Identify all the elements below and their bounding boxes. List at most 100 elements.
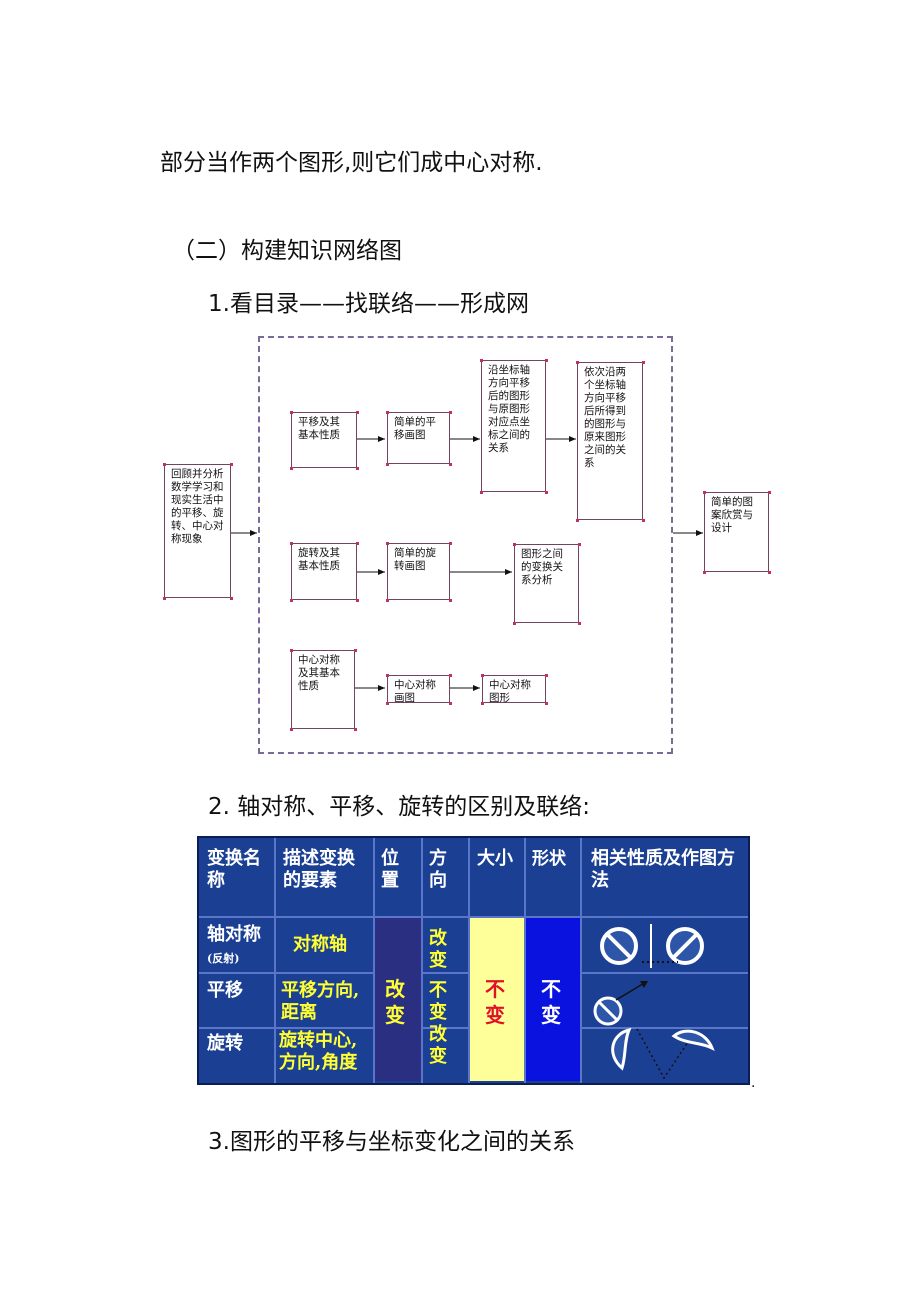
box-corner-marker (290, 728, 293, 731)
paragraph-line: 部分当作两个图形,则它们成中心对称. (160, 150, 543, 176)
box-corner-marker (290, 467, 293, 470)
grid-line (199, 972, 375, 974)
box-corner-marker (449, 674, 452, 677)
box-corner-marker (768, 491, 771, 494)
reflection-icon (600, 927, 704, 965)
size-column-fill (469, 918, 524, 1081)
box-corner-marker (163, 463, 166, 466)
direction-rotation: 改变 (429, 1024, 447, 1067)
box-corner-marker (290, 599, 293, 602)
position-value: 改变 (385, 977, 405, 1027)
box-corner-marker (545, 359, 548, 362)
translation-arrow (615, 981, 647, 1001)
direction-reflection: 改变 (429, 928, 447, 971)
direction-translation: 不变 (429, 980, 447, 1023)
box-translation-properties: 平移及其基本性质 (290, 411, 359, 470)
box-corner-marker (578, 622, 581, 625)
box-central-symmetry-drawing: 中心对称画图 (386, 674, 452, 705)
header-properties: 相关性质及作图方法 (591, 848, 735, 891)
box-corner-marker (356, 411, 359, 414)
box-two-axis-translation: 依次沿两个坐标轴方向平移后所得到的图形与原来图形之间的关系 (576, 361, 645, 522)
box-central-symmetry-properties: 中心对称及其基本性质 (290, 649, 357, 731)
subheading-3: 3.图形的平移与坐标变化之间的关系 (208, 1129, 575, 1155)
box-corner-marker (642, 519, 645, 522)
box-corner-marker (230, 463, 233, 466)
subheading-2: 2. 轴对称、平移、旋转的区别及联络: (208, 794, 591, 820)
box-simple-rotation-drawing: 简单的旋转画图 (386, 542, 452, 602)
start-box: 回顾并分析数学学习和现实生活中的平移、旋转、中心对称现象 (163, 463, 233, 600)
box-corner-marker (449, 463, 452, 466)
section-heading: （二）构建知识网络图 (172, 238, 402, 264)
box-corner-marker (481, 674, 484, 677)
box-corner-marker (449, 702, 452, 705)
row-name-translation: 平移 (207, 980, 243, 1001)
end-box: 简单的图案欣赏与设计 (703, 491, 771, 574)
box-corner-marker (481, 702, 484, 705)
grid-line (421, 838, 423, 1083)
dashed-frame (258, 336, 673, 754)
box-corner-marker (449, 411, 452, 414)
box-simple-translation-drawing: 简单的平移画图 (386, 411, 452, 466)
box-rotation-properties: 旋转及其基本性质 (290, 542, 359, 602)
rotation-icon (611, 1027, 715, 1071)
elements-rotation: 旋转中心,方向,角度 (279, 1030, 358, 1073)
elements-translation: 平移方向,距离 (281, 980, 360, 1023)
grid-line (199, 1027, 375, 1029)
box-axis-translation-coordinates: 沿坐标轴方向平移后的图形与原图形对应点坐标之间的关系 (480, 359, 548, 494)
box-corner-marker (703, 571, 706, 574)
box-corner-marker (545, 491, 548, 494)
connector-arrows (231, 436, 703, 691)
box-corner-marker (642, 361, 645, 364)
subheading-1: 1.看目录——找联络——形成网 (208, 291, 529, 317)
grid-line (199, 916, 748, 918)
box-corner-marker (703, 491, 706, 494)
box-corner-marker (354, 649, 357, 652)
transformation-comparison-table: 变换名称 描述变换的要素 位置 方向 大小 形状 相关性质及作图方法 轴对称(反… (197, 836, 750, 1085)
grid-line (580, 972, 748, 974)
header-name: 变换名称 (207, 848, 261, 891)
grid-line (580, 1027, 748, 1029)
header-direction: 方向 (429, 848, 447, 891)
box-corner-marker (163, 597, 166, 600)
header-elements: 描述变换的要素 (283, 848, 355, 891)
grid-line (373, 838, 375, 1083)
row-name-note: (反射) (207, 952, 240, 965)
box-corner-marker (513, 543, 516, 546)
box-corner-marker (576, 519, 579, 522)
box-corner-marker (356, 599, 359, 602)
box-corner-marker (356, 542, 359, 545)
box-corner-marker (545, 702, 548, 705)
header-size: 大小 (477, 848, 513, 869)
box-corner-marker (578, 543, 581, 546)
box-corner-marker (290, 411, 293, 414)
box-corner-marker (386, 542, 389, 545)
box-corner-marker (386, 674, 389, 677)
grid-line (274, 838, 276, 1083)
shape-column-fill (526, 918, 580, 1081)
box-corner-marker (449, 542, 452, 545)
header-shape: 形状 (532, 849, 566, 869)
box-corner-marker (356, 467, 359, 470)
knowledge-network-diagram: 回顾并分析数学学习和现实生活中的平移、旋转、中心对称现象 平移及其基本性质 简单… (160, 330, 780, 760)
grid-line (580, 838, 582, 1083)
trailing-dot: . (751, 1075, 756, 1091)
grid-line (524, 838, 526, 1083)
box-corner-marker (290, 542, 293, 545)
rotation-guide (636, 1028, 689, 1080)
box-corner-marker (545, 674, 548, 677)
box-transformation-analysis: 图形之间的变换关系分析 (513, 543, 581, 625)
row-name-reflection: 轴对称(反射) (207, 924, 261, 965)
box-corner-marker (480, 359, 483, 362)
grid-line (468, 838, 470, 1083)
grid-line (421, 1027, 469, 1029)
box-corner-marker (513, 622, 516, 625)
box-corner-marker (386, 411, 389, 414)
box-central-symmetric-figure: 中心对称图形 (481, 674, 548, 705)
box-corner-marker (576, 361, 579, 364)
box-corner-marker (386, 702, 389, 705)
box-corner-marker (230, 597, 233, 600)
box-corner-marker (449, 599, 452, 602)
box-corner-marker (768, 571, 771, 574)
box-corner-marker (480, 491, 483, 494)
grid-line (421, 972, 469, 974)
